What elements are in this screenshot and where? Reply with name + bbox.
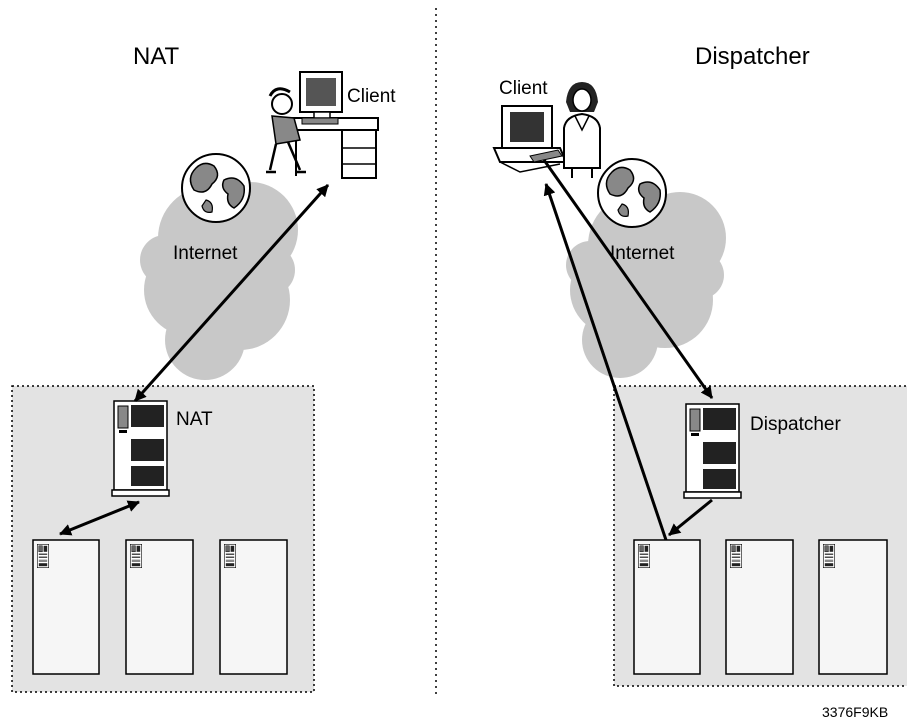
backend-to-client-arrow: [543, 183, 668, 541]
desktop-computer-icon: [266, 71, 379, 179]
dispatcher-to-backend-arrow: [668, 498, 713, 537]
nat-backend-arrow: [59, 500, 140, 536]
nat-backend-server-3: [219, 539, 288, 675]
dispatcher-backend-server-2: [725, 539, 794, 675]
dispatcher-panel: Dispatcher Internet: [492, 43, 907, 687]
nat-backend-server-1: [32, 539, 100, 675]
dispatcher-client-label: Client: [499, 78, 548, 99]
server-icon: [111, 400, 170, 497]
nat-backend-server-2: [125, 539, 194, 675]
figure-id: 3376F9KB: [822, 704, 888, 720]
nat-panel-title: NAT: [133, 43, 180, 70]
nat-internet-label: Internet: [173, 243, 238, 264]
desktop-computer-icon: [492, 82, 601, 178]
dispatcher-server-label: Dispatcher: [750, 414, 841, 435]
server-icon: [683, 403, 742, 499]
nat-client-arrow: [133, 184, 330, 402]
client-to-dispatcher-arrow: [542, 159, 714, 399]
dispatcher-internet-label: Internet: [610, 243, 675, 264]
globe-icon: [181, 153, 251, 223]
dispatcher-backend-server-1: [633, 539, 701, 675]
globe-icon: [597, 158, 667, 228]
dispatcher-backend-server-3: [818, 539, 888, 675]
nat-client-label: Client: [347, 86, 396, 107]
nat-panel: NAT Internet: [11, 43, 396, 693]
nat-server-label: NAT: [176, 409, 213, 430]
dispatcher-panel-title: Dispatcher: [695, 43, 810, 70]
